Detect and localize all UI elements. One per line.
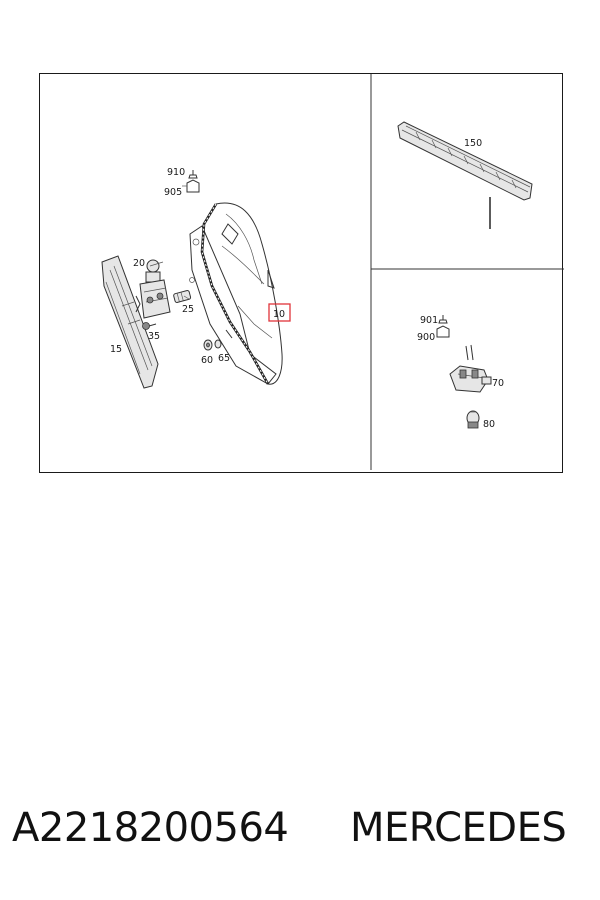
callout-910: 910 — [167, 167, 185, 178]
parts-diagram: 910 905 20 25 35 15 60 65 10 150 — [39, 73, 564, 473]
callout-25: 25 — [182, 304, 194, 315]
callout-901: 901 — [420, 315, 438, 326]
screw — [142, 322, 157, 330]
bulb-bracket — [135, 259, 171, 319]
bulb-80 — [466, 410, 480, 429]
callout-905: 905 — [164, 187, 182, 198]
callout-900: 900 — [417, 332, 435, 343]
bulb-holder — [449, 344, 492, 393]
part-number: A2218200564 — [12, 805, 289, 851]
back-cover-plate — [101, 255, 159, 389]
callout-10: 10 — [273, 309, 285, 320]
headlamp-housing — [189, 202, 283, 385]
footer: A2218200564 MERCEDES — [0, 800, 600, 860]
clip-910-905 — [186, 170, 200, 193]
callout-35: 35 — [148, 331, 160, 342]
brand-name: MERCEDES — [350, 805, 567, 851]
diagram-canvas: 910 905 20 25 35 15 60 65 10 150 — [101, 74, 564, 470]
highlight-box — [268, 303, 291, 322]
clip-901-900 — [436, 315, 450, 338]
small-bulb — [173, 290, 192, 303]
callout-20: 20 — [133, 258, 145, 269]
nut-washer — [203, 339, 222, 351]
brake-light-strip — [397, 121, 533, 229]
callout-150: 150 — [464, 138, 482, 149]
callout-70: 70 — [492, 378, 504, 389]
callout-15: 15 — [110, 344, 122, 355]
callout-65: 65 — [218, 353, 230, 364]
callout-60: 60 — [201, 355, 213, 366]
callout-80: 80 — [483, 419, 495, 430]
